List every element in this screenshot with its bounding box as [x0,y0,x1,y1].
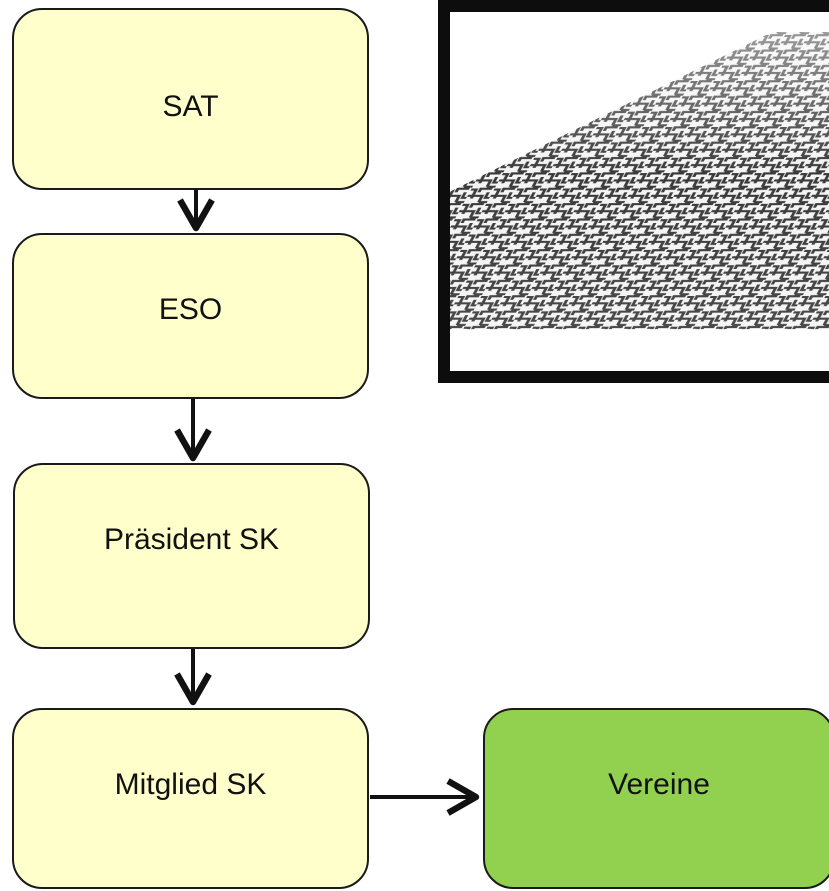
node-label: Mitglied SK [114,768,267,801]
node-praesident-sk: Präsident SK [13,463,370,649]
node-label: SAT [162,90,219,123]
node-label: Vereine [608,768,710,801]
node-label: ESO [158,293,223,326]
node-sat: SAT [12,8,369,190]
maze-picture [450,12,829,371]
node-eso: ESO [12,233,369,399]
node-vereine: Vereine [483,708,829,889]
maze-image [438,0,829,383]
node-mitglied-sk: Mitglied SK [12,708,369,889]
node-label: Präsident SK [103,523,280,556]
